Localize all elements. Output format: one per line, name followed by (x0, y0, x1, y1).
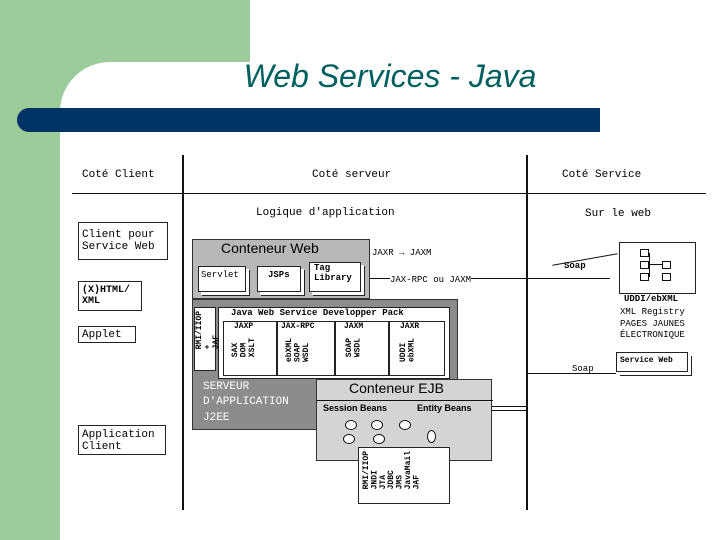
jwsdp-jaxm-label: JAXM (344, 322, 364, 331)
slide-title: Web Services - Java (243, 58, 537, 94)
rmi-iiop-jaf-label: RMI/IIOP + JAF (195, 311, 221, 350)
separator-client-server (182, 155, 184, 510)
ejb-header-rule (317, 400, 493, 401)
header-server: Coté serveur (312, 169, 392, 181)
tree-node-4 (662, 261, 671, 269)
ejb-link-line-2 (492, 410, 526, 411)
xhtml-xml-label: (X)HTML/ XML (82, 285, 131, 307)
ejb-services-label: RMI/IIOP JNDI JTA JDBC JMS JavaMail JAF (362, 451, 422, 490)
rmi-iiop-jaf-box: RMI/IIOP + JAF (194, 307, 221, 371)
tag-library-label: Tag Library (314, 263, 352, 283)
jaxr-jaxm-label: JAXR → JAXM (372, 248, 432, 258)
jwsdp-columns: JAXP SAX DOM XSLT JAX-RPC ebXML SOAP WSD… (223, 321, 445, 376)
logique-application: Logique d'application (256, 207, 395, 219)
separator-server-service (526, 155, 528, 510)
ejb-link-line-1 (492, 406, 526, 407)
session-bean-circle-2 (371, 420, 383, 430)
session-bean-circle-3 (399, 420, 411, 430)
jwsdp-jaxr: JAXR UDDI ebXML (389, 321, 445, 376)
soap-top-label: Soap (564, 261, 586, 271)
session-bean-circle-4 (343, 434, 355, 444)
session-bean-circle-5 (373, 434, 385, 444)
ejb-services-box: RMI/IIOP JNDI JTA JDBC JMS JavaMail JAF (358, 447, 450, 504)
jwsdp-jaxrpc-label: JAX-RPC (281, 322, 315, 331)
jwsdp-jaxrpc: JAX-RPC ebXML SOAP WSDL (277, 321, 335, 376)
session-beans-label: Session Beans (323, 403, 388, 413)
service-web-box: Service Web (616, 352, 688, 372)
soap-bottom-label: Soap (572, 364, 594, 374)
jwsdp-jaxp-label: JAXP (234, 322, 254, 331)
servlet-box: Servlet (198, 266, 246, 292)
uddi-title: UDDI/ebXML (624, 294, 679, 304)
sur-le-web: Sur le web (585, 208, 652, 220)
entity-beans-label: Entity Beans (417, 403, 472, 413)
entity-bean-oval (427, 430, 436, 443)
diagram: Coté Client Coté serveur Coté Service Lo… (72, 155, 706, 515)
jwsdp-box: Java Web Service Developper Pack JAXP SA… (218, 307, 450, 379)
servlet-label: Servlet (201, 270, 239, 280)
jwsdp-title: Java Web Service Developper Pack (231, 308, 404, 318)
conteneur-web: Conteneur Web Servlet JSPs Tag Library (192, 239, 370, 299)
tree-node-5 (662, 273, 671, 281)
tree-node-3 (640, 273, 649, 281)
application-client-box: Application Client (78, 425, 166, 455)
service-web-label: Service Web (620, 356, 673, 365)
tree-link (649, 264, 662, 265)
arrow-jax-rpc (370, 278, 610, 279)
xhtml-xml-box: (X)HTML/ XML (78, 281, 142, 311)
jwsdp-jaxp-vertical: SAX DOM XSLT (231, 338, 257, 358)
jwsdp-jaxr-label: JAXR (400, 322, 420, 331)
tree-node-2 (640, 261, 649, 269)
jwsdp-jaxrpc-vertical: ebXML SOAP WSDL (285, 338, 311, 363)
jsps-label: JSPs (268, 270, 290, 280)
tree-branch (649, 253, 650, 277)
application-client-label: Application Client (82, 429, 155, 454)
jwsdp-jaxm: JAXM SOAP WSDL (335, 321, 389, 376)
tree-node-1 (640, 249, 649, 257)
header-service: Coté Service (562, 169, 642, 181)
jwsdp-jaxr-vertical: UDDI ebXML (399, 338, 417, 363)
title-bar (17, 108, 600, 132)
client-service-web-box: Client pour Service Web (78, 222, 168, 260)
conteneur-ejb-label: Conteneur EJB (349, 380, 444, 396)
tag-library-box: Tag Library (309, 262, 361, 292)
uddi-lines: XML Registry PAGES JAUNES ÉLECTRONIQUE (620, 307, 685, 341)
uddi-box (619, 242, 696, 294)
header-client: Coté Client (82, 169, 155, 181)
client-service-web-label: Client pour Service Web (82, 229, 155, 254)
jsps-box: JSPs (257, 266, 301, 292)
jax-rpc-label: JAX-RPC ou JAXM (390, 275, 472, 286)
session-bean-circle-1 (345, 420, 357, 430)
jwsdp-jaxp: JAXP SAX DOM XSLT (223, 321, 277, 376)
registry-tree-icon (640, 249, 676, 289)
applet-label: Applet (82, 329, 122, 341)
serveur-application-label: SERVEUR D'APPLICATION J2EE (203, 381, 289, 424)
conteneur-web-label: Conteneur Web (221, 240, 319, 256)
header-rule (72, 193, 706, 194)
soap-bottom-line (528, 373, 616, 374)
applet-box: Applet (78, 326, 136, 343)
jwsdp-jaxm-vertical: SOAP WSDL (345, 338, 363, 358)
